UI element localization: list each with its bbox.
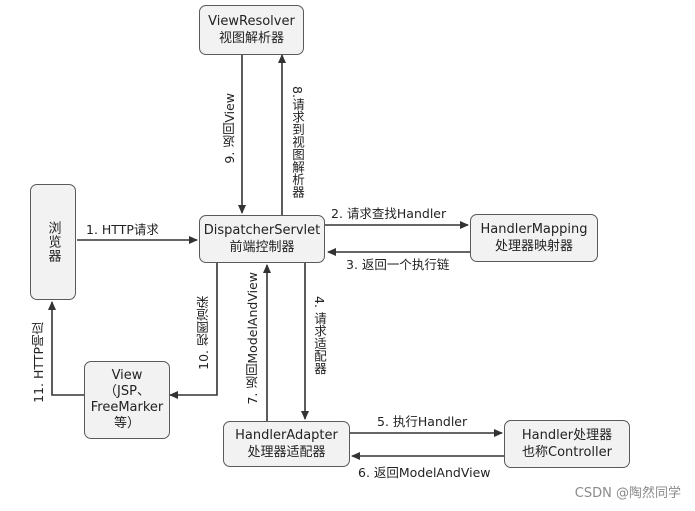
dispatcher-subtitle: 前端控制器 bbox=[229, 240, 295, 255]
view-resolver-node: ViewResolver 视图解析器 bbox=[199, 5, 304, 55]
step-7-label: 7. 返回ModelAndView bbox=[245, 272, 260, 405]
step-9-label: 9. 返回View bbox=[222, 93, 237, 164]
view-resolver-subtitle: 视图解析器 bbox=[218, 31, 284, 46]
browser-node: 浏览器 bbox=[30, 184, 76, 300]
step-6-label: 6. 返回ModelAndView bbox=[358, 465, 491, 480]
step-2-label: 2. 请求查找Handler bbox=[331, 206, 447, 221]
step-4-label: 4. 请求适配器 bbox=[312, 296, 327, 375]
step-5-label: 5. 执行Handler bbox=[377, 414, 468, 429]
step-1-label: 1. HTTP请求 bbox=[86, 222, 159, 237]
view-node: View （JSP、 FreeMarker 等） bbox=[84, 361, 170, 439]
handler-node: Handler处理器 也称Controller bbox=[504, 420, 630, 468]
step-3-label: 3. 返回一个执行链 bbox=[346, 257, 450, 272]
browser-label: 浏览器 bbox=[45, 221, 61, 263]
arrow-step-10 bbox=[169, 263, 218, 399]
handler-subtitle: 也称Controller bbox=[522, 445, 612, 460]
step-10-label: 10. 视图渲染 bbox=[196, 296, 211, 370]
view-title: View bbox=[111, 368, 143, 383]
step-8-label: 8.请求到视图解析器 bbox=[290, 86, 305, 198]
step-11-label: 11. HTTP响应 bbox=[31, 322, 46, 403]
handler-adapter-subtitle: 处理器适配器 bbox=[247, 445, 326, 460]
handler-mapping-subtitle: 处理器映射器 bbox=[494, 239, 573, 254]
handler-mapping-node: HandlerMapping 处理器映射器 bbox=[470, 214, 598, 262]
view-line-3: FreeMarker bbox=[90, 400, 164, 415]
handler-mapping-title: HandlerMapping bbox=[480, 222, 588, 237]
arrow-step-11 bbox=[48, 301, 84, 396]
handler-adapter-node: HandlerAdapter 处理器适配器 bbox=[223, 421, 350, 467]
watermark: CSDN @陶然同学 bbox=[574, 486, 681, 501]
view-line-2: （JSP、 bbox=[104, 384, 150, 399]
view-line-4: 等） bbox=[113, 416, 140, 431]
handler-adapter-title: HandlerAdapter bbox=[235, 428, 338, 443]
handler-title: Handler处理器 bbox=[521, 428, 613, 443]
dispatcher-servlet-node: DispatcherServlet 前端控制器 bbox=[199, 215, 325, 263]
view-resolver-title: ViewResolver bbox=[208, 14, 295, 29]
dispatcher-title: DispatcherServlet bbox=[203, 223, 321, 238]
